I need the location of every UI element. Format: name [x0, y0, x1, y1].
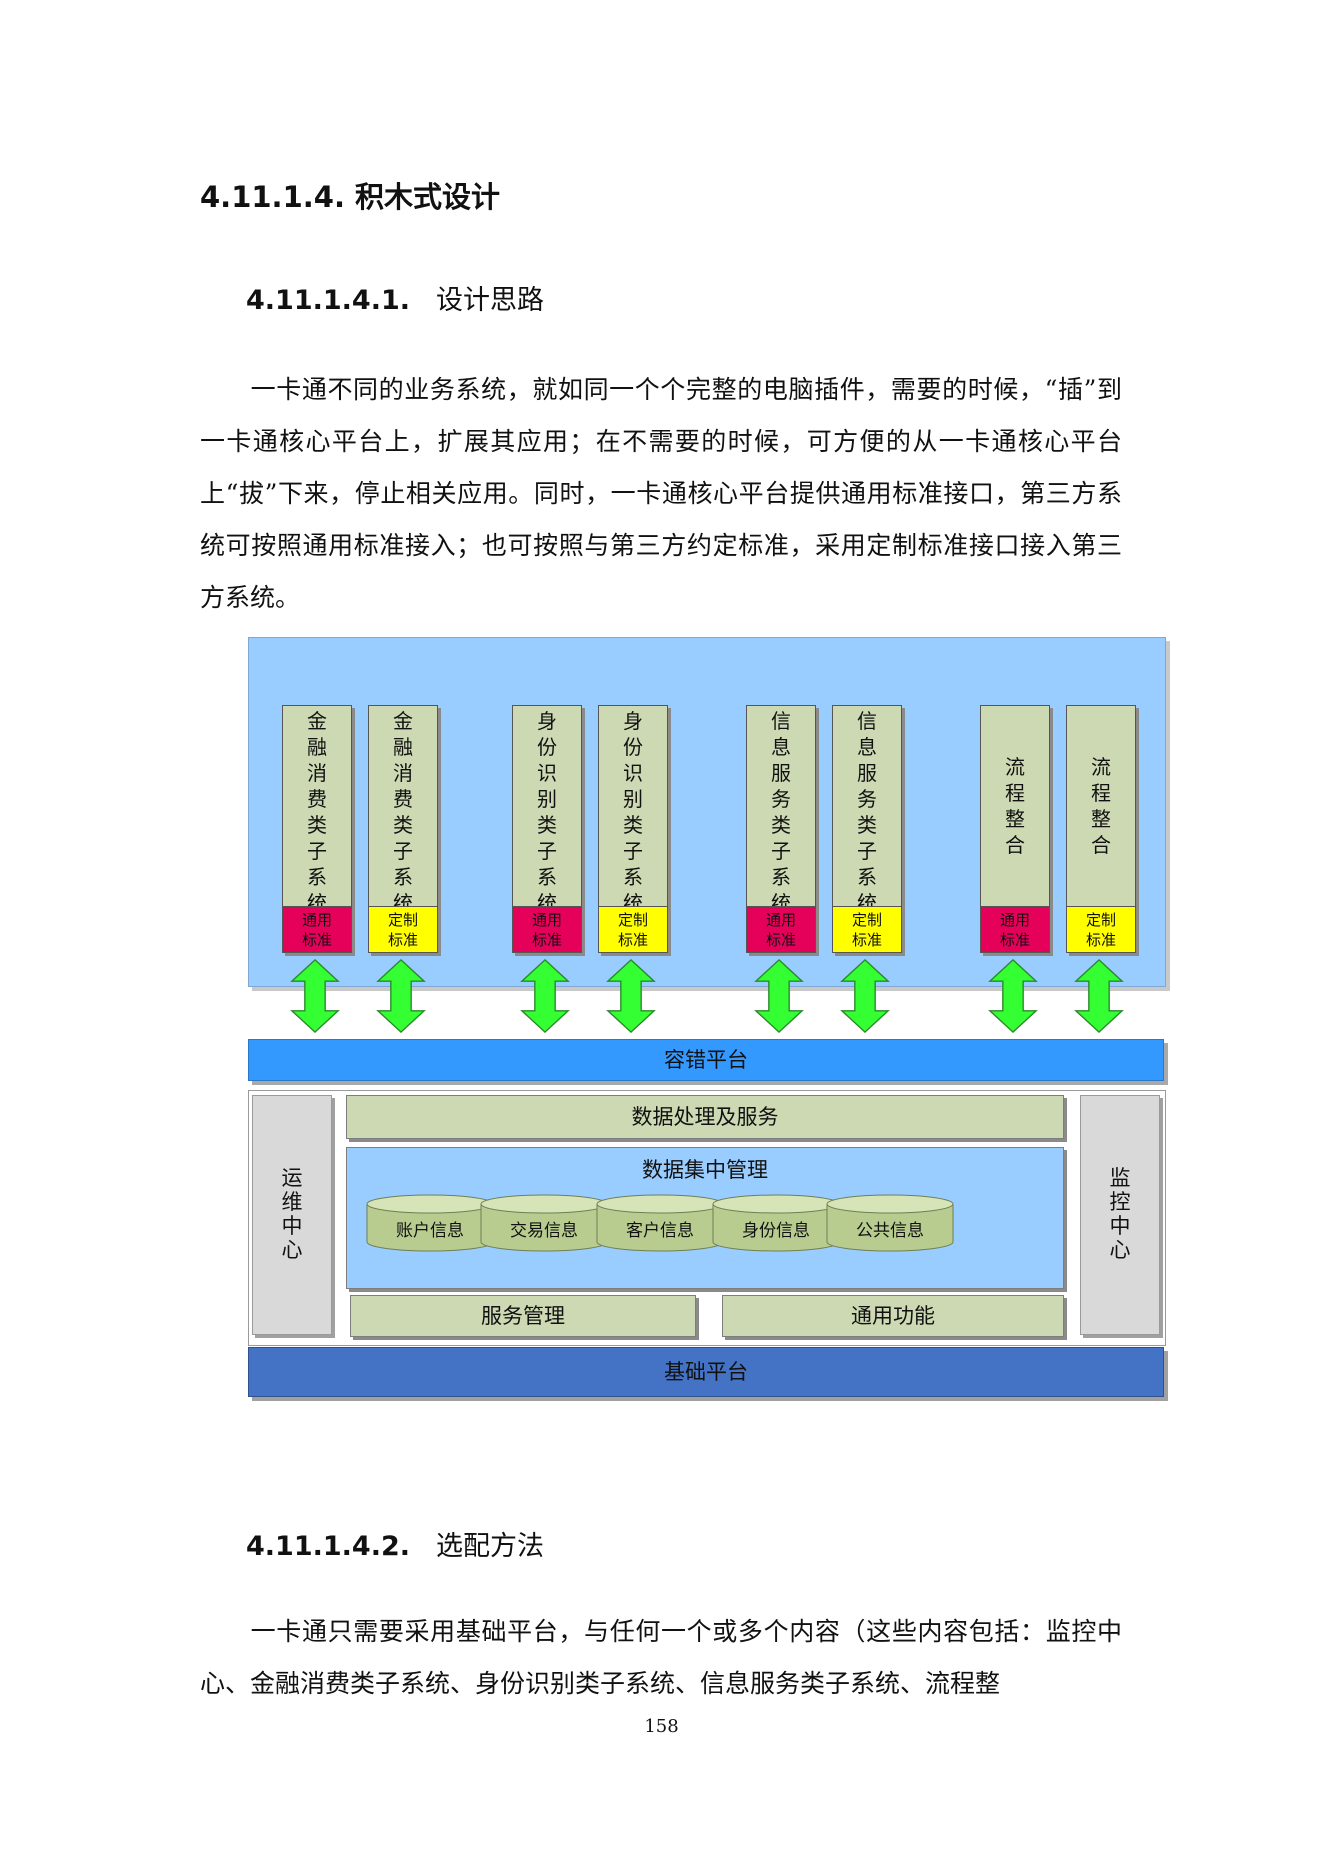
database-cylinder: 公共信息 — [825, 1194, 955, 1254]
ops-center-block: 运维中心 — [252, 1095, 332, 1335]
database-cylinder: 身份信息 — [711, 1194, 841, 1254]
database-label: 账户信息 — [396, 1221, 464, 1241]
database-icon — [826, 1194, 954, 1252]
page-number: 158 — [644, 1716, 679, 1737]
double-arrow-icon — [520, 959, 570, 1033]
fault-tolerance-platform: 容错平台 — [248, 1039, 1164, 1081]
data-management-title: 数据集中管理 — [642, 1158, 768, 1182]
design-idea-text: 一卡通不同的业务系统，就如同一个个完整的电脑插件，需要的时候，“插”到一卡通核心… — [200, 375, 1122, 612]
database-icon — [596, 1194, 724, 1252]
database-cylinder: 客户信息 — [595, 1194, 725, 1254]
database-label: 交易信息 — [510, 1221, 578, 1241]
subsection-title: 设计思路 — [436, 285, 544, 316]
double-arrow-icon — [1074, 959, 1124, 1033]
custom-standard-badge: 定制标准 — [833, 906, 901, 952]
subsystem-name: 信息服务类子系统 — [857, 709, 877, 915]
data-processing-service: 数据处理及服务 — [346, 1095, 1064, 1139]
subsystem-module: 金融消费类子系统通用标准 — [282, 705, 352, 953]
subsystem-name: 身份识别类子系统 — [623, 709, 643, 915]
subsystem-module: 流程整合通用标准 — [980, 705, 1050, 953]
ops-center-label: 运维中心 — [281, 1166, 303, 1262]
subsystem-module: 信息服务类子系统通用标准 — [746, 705, 816, 953]
base-platform: 基础平台 — [248, 1347, 1164, 1397]
subsystem-module: 信息服务类子系统定制标准 — [832, 705, 902, 953]
subsystem-name: 信息服务类子系统 — [771, 709, 791, 915]
subsection-title: 选配方法 — [436, 1531, 544, 1562]
common-functions: 通用功能 — [722, 1295, 1064, 1337]
double-arrow-icon — [376, 959, 426, 1033]
monitor-center-label: 监控中心 — [1109, 1166, 1131, 1262]
subsystem-module: 身份识别类子系统定制标准 — [598, 705, 668, 953]
subsection-number: 4.11.1.4.1. — [246, 285, 411, 316]
subsystem-module: 流程整合定制标准 — [1066, 705, 1136, 953]
subsystem-name: 身份识别类子系统 — [537, 709, 557, 915]
database-label: 客户信息 — [626, 1221, 694, 1241]
double-arrow-icon — [606, 959, 656, 1033]
database-cylinder: 交易信息 — [479, 1194, 609, 1254]
double-arrow-icon — [290, 959, 340, 1033]
service-management: 服务管理 — [350, 1295, 696, 1337]
database-label: 公共信息 — [856, 1221, 924, 1241]
database-icon — [480, 1194, 608, 1252]
subsection-number: 4.11.1.4.2. — [246, 1531, 411, 1562]
subsystem-name: 金融消费类子系统 — [307, 709, 327, 915]
subsection-heading-selection-method: 4.11.1.4.2. 选配方法 — [246, 1524, 544, 1563]
data-management-panel: 数据集中管理 账户信息 交易信息 客户信息 身份信息 公共信息 — [346, 1147, 1064, 1289]
subsection-heading-design-idea: 4.11.1.4.1. 设计思路 — [246, 278, 544, 317]
database-icon — [712, 1194, 840, 1252]
common-standard-badge: 通用标准 — [513, 906, 581, 952]
double-arrow-icon — [754, 959, 804, 1033]
common-standard-badge: 通用标准 — [283, 906, 351, 952]
selection-method-paragraph: 一卡通只需要采用基础平台，与任何一个或多个内容（这些内容包括：监控中心、金融消费… — [200, 1606, 1122, 1710]
common-standard-badge: 通用标准 — [747, 906, 815, 952]
subsystem-module: 身份识别类子系统通用标准 — [512, 705, 582, 953]
database-cylinder: 账户信息 — [365, 1194, 495, 1254]
custom-standard-badge: 定制标准 — [599, 906, 667, 952]
custom-standard-badge: 定制标准 — [369, 906, 437, 952]
section-heading: 4.11.1.4. 积木式设计 — [200, 180, 501, 214]
subsystem-name: 流程整合 — [1005, 755, 1025, 857]
double-arrow-icon — [840, 959, 890, 1033]
database-icon — [366, 1194, 494, 1252]
selection-method-text: 一卡通只需要采用基础平台，与任何一个或多个内容（这些内容包括：监控中心、金融消费… — [200, 1617, 1122, 1698]
double-arrow-icon — [988, 959, 1038, 1033]
custom-standard-badge: 定制标准 — [1067, 906, 1135, 952]
subsystem-name: 金融消费类子系统 — [393, 709, 413, 915]
subsystem-name: 流程整合 — [1091, 755, 1111, 857]
subsystem-module: 金融消费类子系统定制标准 — [368, 705, 438, 953]
common-standard-badge: 通用标准 — [981, 906, 1049, 952]
database-label: 身份信息 — [742, 1221, 810, 1241]
architecture-diagram: 金融消费类子系统通用标准金融消费类子系统定制标准身份识别类子系统通用标准身份识别… — [248, 637, 1170, 1399]
monitor-center-block: 监控中心 — [1080, 1095, 1160, 1335]
design-idea-paragraph: 一卡通不同的业务系统，就如同一个个完整的电脑插件，需要的时候，“插”到一卡通核心… — [200, 364, 1122, 624]
